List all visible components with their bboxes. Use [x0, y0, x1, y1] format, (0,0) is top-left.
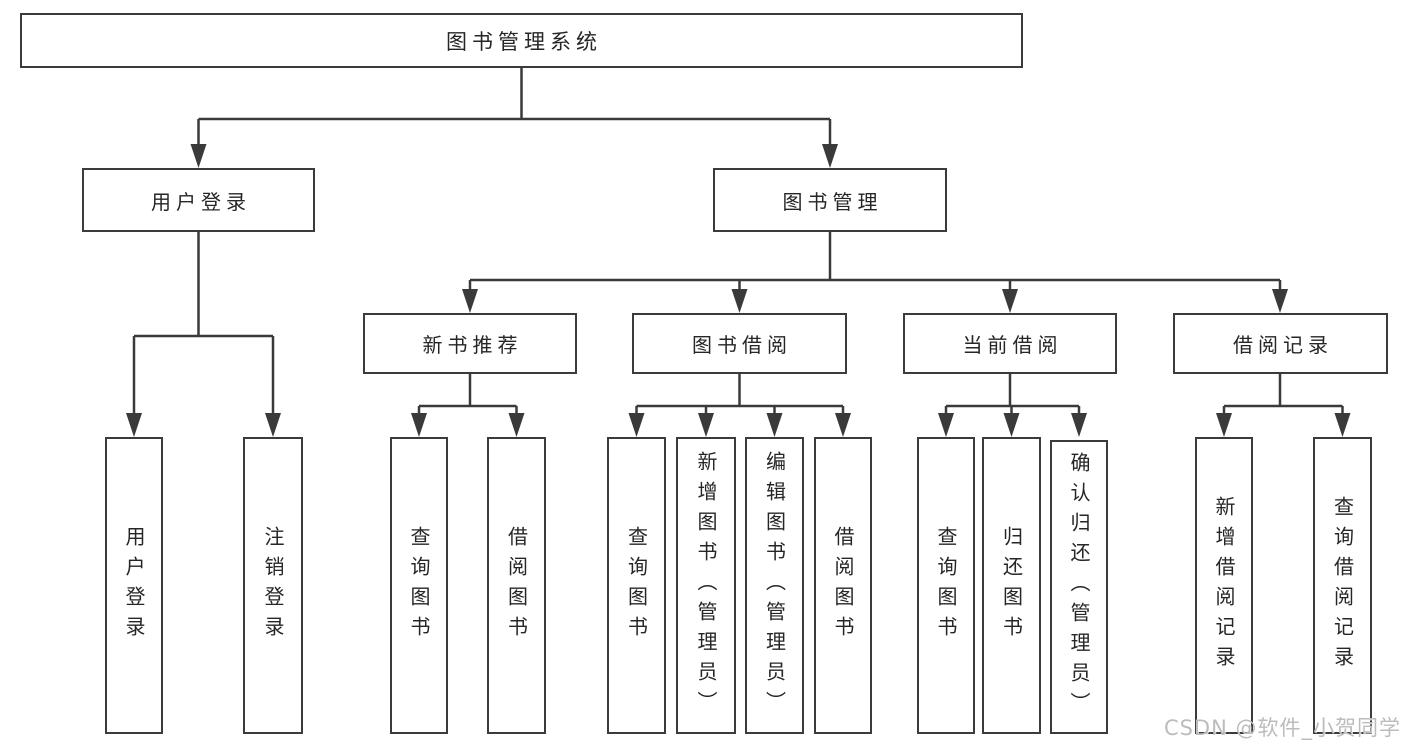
leaf-user-login: 用户登录 [105, 437, 163, 734]
node-label: 查询图书 [407, 525, 431, 646]
arrow-down-icon [938, 413, 954, 437]
node-user-login: 用户登录 [82, 168, 315, 232]
node-label: 图书管理 [782, 189, 883, 214]
arrow-down-icon [1334, 413, 1351, 437]
leaf-bb-borrow-book: 借阅图书 [814, 437, 872, 734]
node-new-book-recommend: 新书推荐 [363, 313, 577, 374]
arrowheads [126, 144, 1351, 437]
node-label: 查询图书 [934, 525, 958, 646]
node-label: 当前借阅 [962, 333, 1063, 357]
node-label: 图书借阅 [692, 333, 792, 357]
node-label: 用户登录 [122, 525, 146, 646]
leaf-logout: 注销登录 [243, 437, 303, 734]
node-label: 借阅记录 [1233, 333, 1333, 357]
node-label: 查询图书 [624, 525, 649, 646]
arrow-down-icon [190, 144, 207, 168]
arrow-down-icon [1003, 413, 1020, 437]
leaf-cb-query-book: 查询图书 [917, 437, 975, 734]
node-label: 图书管理系统 [446, 29, 602, 54]
arrow-down-icon [462, 289, 478, 313]
connector-borrow-records-children [1222, 374, 1344, 420]
leaf-rec-query-book: 查询图书 [390, 437, 448, 734]
node-label: 用户登录 [151, 189, 251, 214]
node-label: 注销登录 [261, 525, 285, 646]
arrow-down-icon [411, 413, 427, 437]
arrow-down-icon [731, 289, 748, 313]
connector-book-borrow-children [635, 374, 845, 420]
arrow-down-icon [126, 413, 142, 437]
leaf-bb-add-book-admin: 新增图书（管理员） [676, 437, 736, 734]
leaf-br-query-record: 查询借阅记录 [1313, 437, 1372, 734]
arrow-down-icon [1272, 289, 1288, 313]
node-label: 借阅图书 [504, 525, 529, 646]
node-label: 查询借阅记录 [1330, 495, 1355, 676]
node-label: 新书推荐 [422, 333, 523, 357]
arrow-down-icon [1216, 413, 1232, 437]
leaf-rec-borrow-book: 借阅图书 [487, 437, 546, 734]
node-book-management: 图书管理 [713, 168, 947, 232]
node-root: 图书管理系统 [20, 13, 1023, 68]
connector-user-login-children [132, 232, 275, 420]
arrow-down-icon [265, 413, 281, 437]
node-label: 借阅图书 [831, 525, 855, 646]
arrow-down-icon [508, 413, 525, 437]
leaf-cb-confirm-return-admin: 确认归还（管理员） [1050, 440, 1108, 734]
node-label: 新增图书（管理员） [694, 450, 718, 721]
node-label: 编辑图书（管理员） [762, 450, 787, 721]
arrow-down-icon [628, 413, 645, 437]
node-label: 归还图书 [999, 525, 1024, 646]
node-label: 新增借阅记录 [1212, 495, 1236, 676]
leaf-bb-edit-book-admin: 编辑图书（管理员） [745, 437, 804, 734]
arrow-down-icon [835, 413, 851, 437]
leaf-br-add-record: 新增借阅记录 [1195, 437, 1253, 734]
arrow-down-icon [1071, 413, 1087, 437]
connector-book-management-children [468, 232, 1282, 295]
connector-new-book-recommend-children [417, 374, 518, 420]
leaf-cb-return-book: 归还图书 [982, 437, 1041, 734]
node-borrow-records: 借阅记录 [1173, 313, 1388, 374]
connector-lines [132, 68, 1344, 420]
connector-root-to-level2 [197, 68, 832, 150]
leaf-bb-query-book: 查询图书 [607, 437, 666, 734]
node-label: 确认归还（管理员） [1067, 452, 1091, 722]
arrow-down-icon [766, 413, 783, 437]
arrow-down-icon [822, 144, 838, 168]
arrow-down-icon [698, 413, 714, 437]
arrow-down-icon [1002, 289, 1018, 313]
node-book-borrow: 图书借阅 [632, 313, 847, 374]
node-current-borrow: 当前借阅 [903, 313, 1117, 374]
